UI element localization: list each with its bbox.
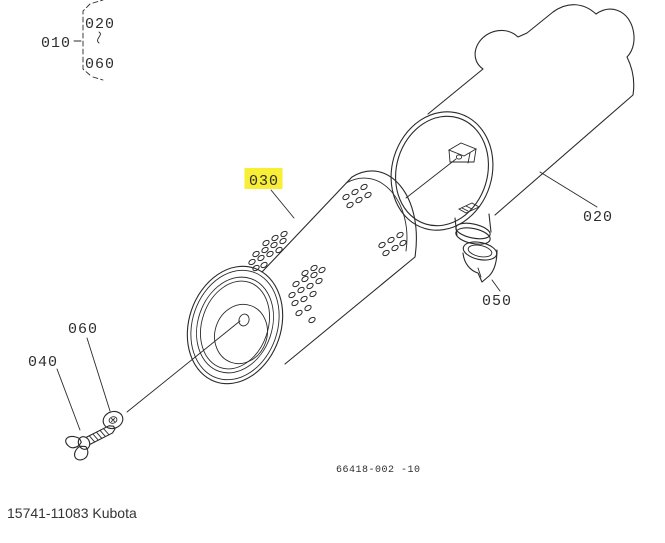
part-valve-drawing: 050 — [462, 239, 512, 310]
wing-bolt-shaft — [87, 424, 116, 444]
washer-cross — [112, 419, 115, 422]
element-rear-rim — [346, 178, 407, 251]
rod-axis-line — [406, 159, 456, 198]
callout-element[interactable]: 030 — [249, 173, 279, 190]
valve-slit — [478, 268, 481, 277]
body-leader-line — [540, 172, 597, 207]
element-outline — [262, 171, 416, 364]
wing-bolt-hub — [76, 435, 92, 452]
callout-washer[interactable]: 060 — [68, 321, 98, 338]
part-washer-drawing: 060 — [68, 321, 125, 431]
body-outline — [428, 5, 634, 215]
washer-leader-line — [87, 338, 110, 411]
body-bracket — [449, 143, 476, 163]
callout-element-group[interactable]: 030 — [244, 168, 283, 190]
callout-body[interactable]: 020 — [583, 209, 613, 226]
callout-valve[interactable]: 050 — [482, 293, 512, 310]
body-rim-inner — [382, 105, 501, 238]
element-perforations — [248, 183, 407, 324]
wing-bolt-wing-1 — [64, 433, 82, 450]
legend-assembly-label[interactable]: 010 — [41, 35, 71, 52]
legend-range-start-label[interactable]: 020 — [85, 16, 115, 33]
valve-leader-line — [492, 280, 500, 291]
wing-bolt-wing-2 — [72, 444, 91, 462]
valve-flange-inner — [467, 243, 493, 259]
legend-group: 010 020 060 — [41, 0, 115, 80]
body-outlet-tube — [454, 214, 491, 247]
element-face — [172, 253, 298, 396]
part-body-drawing: 020 — [377, 5, 634, 247]
legend-brace — [83, 4, 91, 76]
part-wing-bolt-drawing: 040 — [28, 354, 121, 463]
wing-bolt-leader-line — [57, 369, 80, 430]
valve-skirt — [463, 250, 497, 282]
part-element-drawing: 030 — [172, 168, 416, 397]
callout-wing-bolt[interactable]: 040 — [28, 354, 58, 371]
washer-inner — [108, 416, 118, 425]
legend-tilde-icon — [98, 32, 101, 43]
wing-bolt-threads — [89, 428, 109, 443]
legend-range-end-label[interactable]: 060 — [85, 56, 115, 73]
legend-brace-bottom-dash — [93, 77, 103, 80]
washer-outer — [101, 409, 125, 431]
legend-brace-top-dash — [93, 0, 103, 3]
body-rim-outer — [377, 99, 508, 243]
drawing-number: 66418-002 -10 — [336, 465, 421, 476]
body-slot — [459, 203, 479, 213]
center-axis-line — [127, 321, 240, 412]
part-number-footer: 15741-11083 Kubota — [7, 505, 137, 521]
element-highlight-box — [244, 168, 283, 189]
element-leader-line — [271, 190, 294, 218]
